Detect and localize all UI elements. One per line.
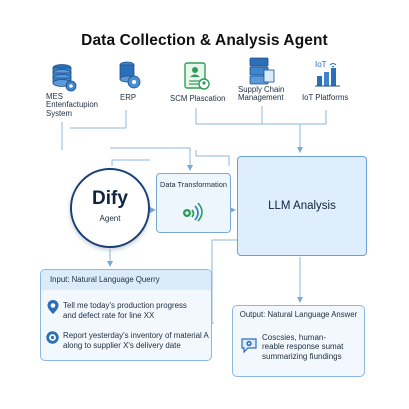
server-gear-icon	[119, 61, 141, 89]
query-item-2: Report yesterday's inventory of material…	[63, 331, 209, 350]
source-erp	[112, 60, 144, 97]
llm-analysis-node	[237, 156, 367, 256]
dify-agent-node	[70, 168, 150, 248]
location-pin-icon	[46, 299, 60, 320]
chat-gear-icon	[240, 336, 258, 359]
iot-bar-chart-icon: IoT	[315, 60, 340, 87]
dify-agent-subtitle: Agent	[99, 214, 121, 223]
input-panel-title: Input: Natural Language Querry	[50, 275, 160, 284]
dify-agent-name: Dify	[92, 188, 128, 209]
source-label-supply-chain: Supply Chain Management	[238, 85, 285, 103]
source-supply-chain	[244, 56, 276, 91]
server-stack-icon	[249, 57, 275, 85]
data-transformation-label: Data Transformation	[160, 180, 227, 189]
page-title: Data Collection & Analysis Agent	[81, 32, 328, 49]
source-label-iot: IoT Platforms	[302, 93, 349, 102]
source-iot: IoT	[312, 58, 344, 95]
svg-text:IoT: IoT	[315, 60, 327, 69]
settings-gear-icon	[45, 330, 60, 350]
database-icon	[52, 64, 77, 92]
data-transformation-node	[156, 173, 231, 233]
document-user-icon	[184, 62, 210, 90]
llm-analysis-label: LLM Analysis	[268, 200, 336, 212]
output-panel-title: Output: Natural Language Answer	[239, 310, 358, 319]
output-answer-text: Coscsies, human- reable response sumat s…	[262, 333, 344, 361]
source-label-scm: SCM Plascation	[170, 94, 226, 103]
source-label-erp: ERP	[120, 93, 137, 102]
input-panel-header	[41, 270, 211, 290]
source-scm	[180, 60, 212, 97]
source-mes	[44, 62, 80, 99]
source-label-mes: MES Entenfactupion System	[46, 92, 99, 118]
query-item-1: Tell me today's production progress and …	[63, 301, 187, 320]
signal-wave-icon	[179, 198, 207, 227]
